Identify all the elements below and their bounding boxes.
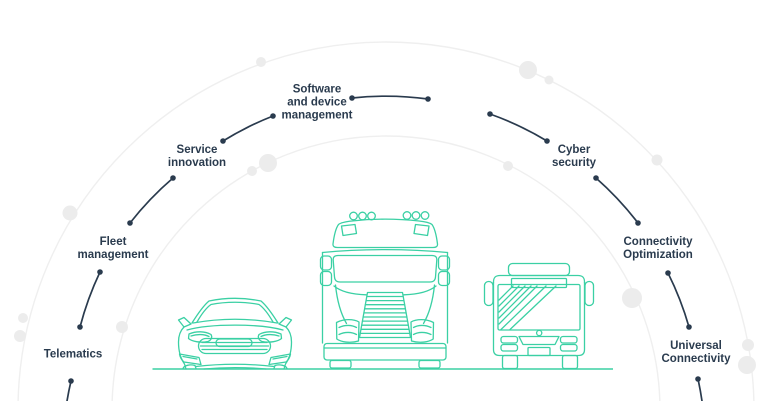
truck-left-mirror <box>319 255 333 271</box>
node-dot <box>544 138 550 144</box>
connector-nodes <box>68 95 701 384</box>
bus-destination-sign <box>510 277 568 289</box>
bubble <box>651 154 663 166</box>
node-dot <box>635 220 641 226</box>
bus-body <box>492 274 586 357</box>
node-dot <box>170 175 176 181</box>
bubble <box>544 75 554 85</box>
bubble <box>18 313 28 323</box>
connector-segment <box>595 177 639 224</box>
node-dot <box>349 95 355 101</box>
bubble-dots <box>14 57 756 374</box>
bubble <box>247 166 257 176</box>
bus-logo <box>535 329 543 337</box>
faint-arcs <box>17 41 755 401</box>
bus-left-wheel <box>501 354 519 370</box>
car-badge <box>215 338 253 348</box>
truck-grille <box>358 291 412 339</box>
label-connectivity-optimization: Connectivity Optimization <box>623 236 693 261</box>
node-dot <box>593 175 599 181</box>
connector-segment <box>222 115 274 142</box>
node-dot <box>665 270 671 276</box>
outer-arc <box>17 41 755 401</box>
label-cyber-security: Cyber security <box>551 144 597 169</box>
truck-bumper <box>323 342 447 361</box>
connector-segment <box>697 378 703 401</box>
car-right-headlight <box>257 331 283 343</box>
node-dot <box>127 220 133 226</box>
connector-segment <box>667 272 690 328</box>
node-dot <box>270 113 276 119</box>
bubble <box>116 321 128 333</box>
bus-left-mirror <box>483 280 494 307</box>
car-left-mirror <box>177 316 192 328</box>
truck-illustration <box>319 211 451 369</box>
node-dot <box>220 138 226 144</box>
bubble <box>622 288 642 308</box>
node-dot <box>77 324 83 330</box>
car-illustration <box>177 297 293 370</box>
label-universal-connectivity: Universal Connectivity <box>661 340 731 365</box>
bus-roof-box <box>507 262 571 277</box>
bubble <box>256 57 266 67</box>
truck-right-headlight <box>410 318 435 343</box>
label-software-device-management: Software and device management <box>281 83 353 122</box>
connector-segment <box>351 95 429 100</box>
node-dot <box>425 96 431 102</box>
bus-plate <box>527 346 551 357</box>
node-dot <box>686 324 692 330</box>
truck-left-headlight <box>335 318 360 343</box>
node-dot <box>695 376 701 382</box>
connector-segment <box>79 271 101 328</box>
bubble <box>738 356 756 374</box>
truck-right-mirror <box>437 255 451 271</box>
label-fleet-management: Fleet management <box>77 236 149 261</box>
bubble <box>259 154 277 172</box>
node-dot <box>487 111 493 117</box>
connector-segment <box>489 113 548 142</box>
label-service-innovation: Service innovation <box>167 144 227 169</box>
bus-right-mirror <box>584 280 595 307</box>
bubble <box>14 330 26 342</box>
bubble <box>503 161 513 171</box>
bubble <box>742 339 754 351</box>
truck-windshield <box>332 254 438 283</box>
bubble <box>62 205 78 221</box>
node-dot <box>68 378 74 384</box>
car-right-mirror <box>278 316 293 328</box>
bubble <box>519 61 537 79</box>
bus-illustration <box>483 262 595 370</box>
inner-arc <box>111 135 661 401</box>
bus-right-wheel <box>561 354 579 370</box>
label-telematics: Telematics <box>43 348 103 361</box>
node-dot <box>97 269 103 275</box>
connector-segment <box>66 380 72 401</box>
connector-segment <box>129 177 174 224</box>
